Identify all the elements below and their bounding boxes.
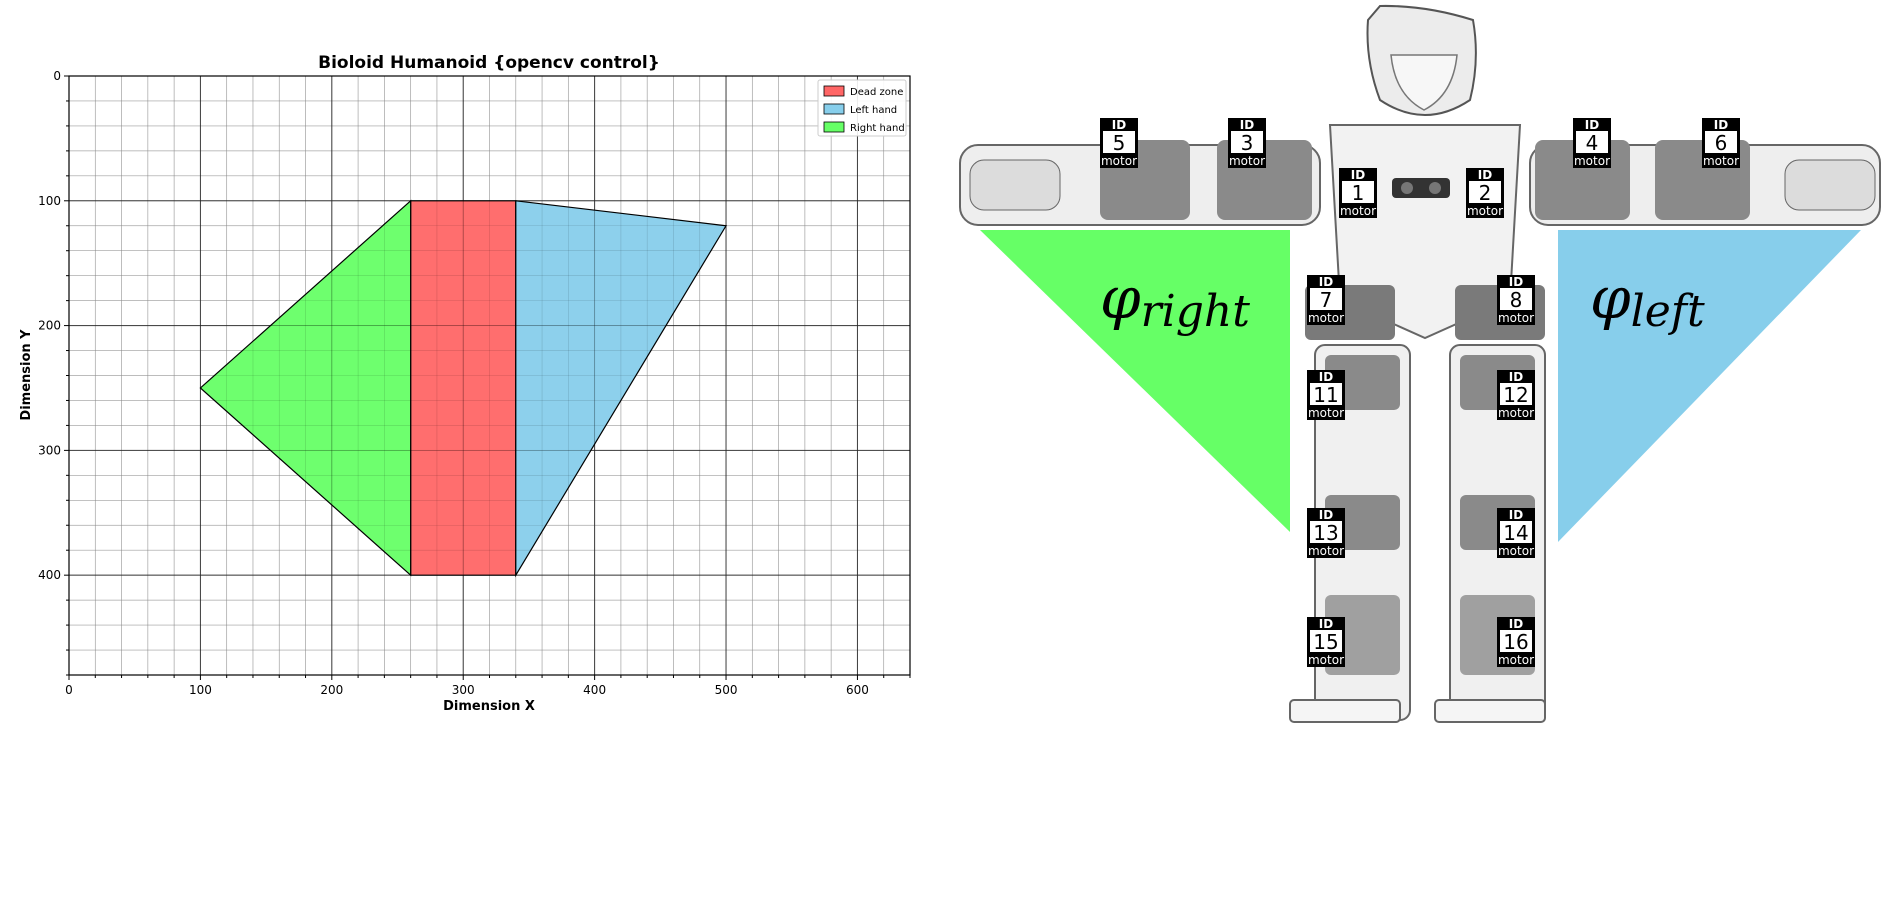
y-tick-label: 100 — [38, 194, 61, 208]
x-tick-label: 400 — [583, 683, 606, 697]
motor-tag-footer: motor — [1229, 154, 1265, 168]
y-axis-title: Dimension Y — [19, 329, 34, 421]
motor-tag-number: 4 — [1586, 131, 1599, 155]
motor-tag-number: 5 — [1113, 131, 1126, 155]
axis-ticks: 0 100 200 300 400 500 600 0 100 200 300 400 — [38, 69, 911, 697]
y-tick-label: 200 — [38, 319, 61, 333]
motor-tag-footer: motor — [1498, 311, 1534, 325]
x-tick-label: 600 — [846, 683, 869, 697]
zone-left-hand — [515, 200, 728, 578]
x-axis-title: Dimension X — [443, 699, 535, 714]
legend-swatch — [823, 85, 845, 97]
robot-chest-sensor — [1392, 178, 1450, 198]
motor-tag-footer: motor — [1703, 154, 1739, 168]
motor-tag-number: 11 — [1313, 383, 1338, 407]
phi-left-subscript: left — [1631, 286, 1705, 337]
y-tick-label: 300 — [38, 443, 61, 457]
motor-tag-header: ID — [1240, 118, 1254, 132]
legend-label: Right hand — [850, 123, 905, 134]
zone-right-hand — [199, 199, 412, 577]
phi-left-label: φleft — [1590, 264, 1705, 337]
motor-tag-footer: motor — [1101, 154, 1137, 168]
motor-tag-number: 6 — [1715, 131, 1728, 155]
motor-tag-footer: motor — [1498, 653, 1534, 667]
motor-tag-header: ID — [1509, 275, 1523, 289]
motor-tag-header: ID — [1319, 370, 1333, 384]
legend-label: Left hand — [850, 105, 897, 116]
motor-tag-footer: motor — [1340, 204, 1376, 218]
motor-tag-header: ID — [1478, 168, 1492, 182]
motor-tag-number: 15 — [1313, 630, 1338, 654]
motor-tag-header: ID — [1585, 118, 1599, 132]
motor-tag-footer: motor — [1308, 653, 1344, 667]
motor-tag-header: ID — [1319, 617, 1333, 631]
legend-swatch — [823, 103, 845, 115]
motor-tag-number: 3 — [1241, 131, 1254, 155]
phi-left-symbol: φ — [1590, 264, 1631, 332]
motor-tag-number: 8 — [1510, 288, 1523, 312]
x-tick-label: 100 — [189, 683, 212, 697]
motor-tag-header: ID — [1351, 168, 1365, 182]
motor-tag-number: 13 — [1313, 521, 1338, 545]
robot-foot-right — [1289, 699, 1401, 723]
zone-polygons — [68, 75, 911, 676]
motor-tag-number: 16 — [1503, 630, 1528, 654]
motor-tag-header: ID — [1112, 118, 1126, 132]
x-tick-label: 500 — [715, 683, 738, 697]
robot-foot-left — [1434, 699, 1546, 723]
motor-tag-header: ID — [1319, 275, 1333, 289]
angle-triangle-left — [1558, 230, 1861, 542]
motor-tag-header: ID — [1509, 370, 1523, 384]
zone-chart: 0 100 200 300 400 500 600 0 100 200 300 400 Bioloid… — [19, 53, 911, 714]
motor-tag-footer: motor — [1467, 204, 1503, 218]
phi-right-symbol: φ — [1100, 264, 1141, 332]
motor-tag-footer: motor — [1308, 544, 1344, 558]
x-tick-label: 0 — [65, 683, 73, 697]
motor-tag-footer: motor — [1498, 544, 1534, 558]
motor-tag-number: 7 — [1320, 288, 1333, 312]
chart-title: Bioloid Humanoid {opencv control} — [318, 53, 660, 73]
motor-tag-footer: motor — [1308, 311, 1344, 325]
motor-tag-header: ID — [1714, 118, 1728, 132]
legend-swatch — [823, 121, 845, 133]
motor-tag-number: 14 — [1503, 521, 1528, 545]
motor-tag-number: 2 — [1479, 181, 1492, 205]
y-tick-label: 0 — [53, 69, 61, 83]
robot-face — [1390, 54, 1458, 111]
y-tick-label: 400 — [38, 568, 61, 582]
motor-tag-number: 1 — [1352, 181, 1365, 205]
x-tick-label: 200 — [320, 683, 343, 697]
motor-tag-footer: motor — [1574, 154, 1610, 168]
x-tick-label: 300 — [452, 683, 475, 697]
motor-tag-header: ID — [1509, 508, 1523, 522]
motor-tag-header: ID — [1509, 617, 1523, 631]
phi-right-subscript: right — [1141, 286, 1251, 337]
angle-triangle-right — [980, 230, 1290, 532]
motor-tag-number: 12 — [1503, 383, 1528, 407]
legend-label: Dead zone — [850, 87, 903, 98]
motor-tag-header: ID — [1319, 508, 1333, 522]
phi-right-label: φright — [1100, 264, 1250, 337]
motor-tag-footer: motor — [1498, 406, 1534, 420]
motor-tag-footer: motor — [1308, 406, 1344, 420]
